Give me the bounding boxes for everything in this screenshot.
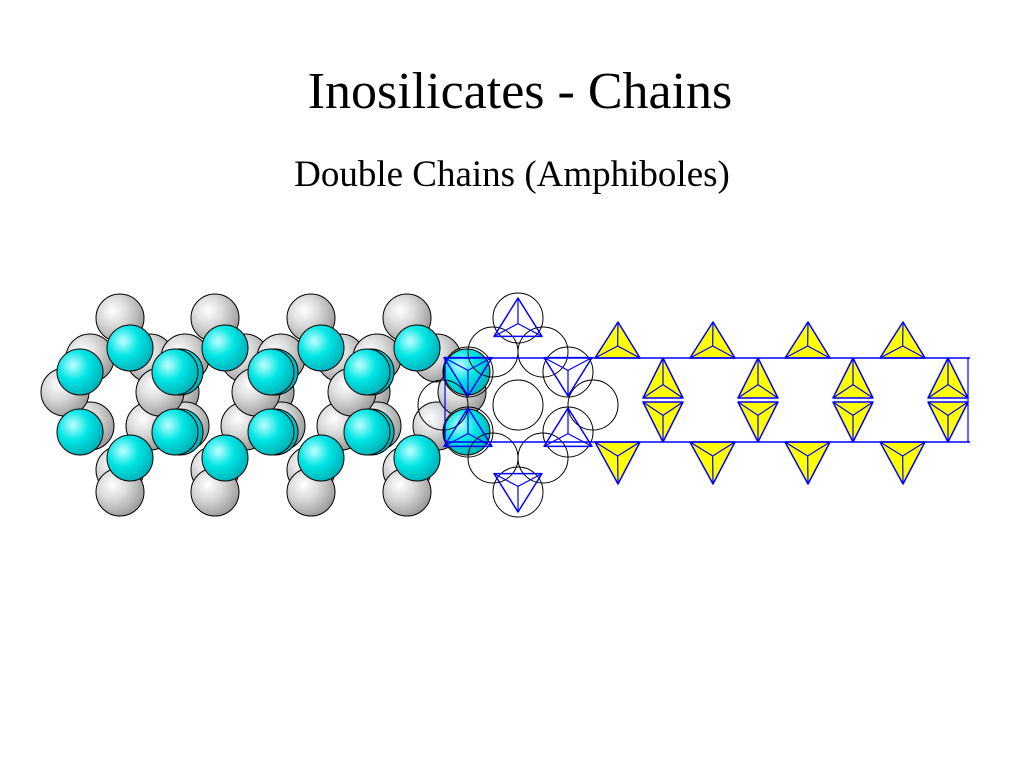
tetra-edge <box>594 345 618 359</box>
silicon-atom <box>297 324 345 372</box>
tetra-edge <box>517 473 543 487</box>
outline-atom <box>542 346 594 398</box>
outline-atom <box>492 466 544 518</box>
tetra-edge <box>852 401 874 416</box>
tetra-edge <box>617 345 641 359</box>
tetrahedra-layer <box>443 297 969 513</box>
silicon-atom <box>247 408 295 456</box>
outline-tetrahedron <box>493 297 543 338</box>
tetra-edge <box>927 401 949 416</box>
outline-atom <box>467 432 519 484</box>
tetra-edge <box>927 384 949 399</box>
tetra-edge <box>467 433 493 447</box>
silicon-atoms-layer <box>56 324 491 482</box>
tetra-edge <box>784 345 808 359</box>
silicon-atom <box>201 324 249 372</box>
tetra-edge <box>543 433 569 447</box>
silicon-atom <box>343 348 391 396</box>
tetra-edge <box>617 441 641 457</box>
tetra-edge <box>879 345 903 359</box>
tetra-edge <box>902 441 926 457</box>
outline-atom <box>567 379 619 431</box>
tetra-edge <box>642 384 664 399</box>
silicon-atom <box>393 324 441 372</box>
tetra-edge <box>493 323 519 337</box>
tetra-edge <box>832 384 854 399</box>
tetra-edge <box>807 441 831 457</box>
tetra-edge <box>662 384 684 399</box>
tetra-edge <box>567 433 593 447</box>
tetra-edge <box>567 357 593 371</box>
outline-atom <box>417 379 469 431</box>
tetra-edge <box>594 441 618 457</box>
silicon-atom <box>247 348 295 396</box>
slide-subtitle: Double Chains (Amphiboles) <box>294 154 730 195</box>
outline-tetrahedron <box>493 472 543 513</box>
tetra-edge <box>689 441 713 457</box>
tetra-edge <box>712 441 736 457</box>
tetra-edge <box>852 384 874 399</box>
outline-atom <box>517 432 569 484</box>
outline-atoms-layer <box>417 292 619 518</box>
silicon-atom <box>151 408 199 456</box>
tetra-edge <box>737 384 759 399</box>
silicon-atom <box>393 434 441 482</box>
tetra-edge <box>689 345 713 359</box>
outline-tetrahedron <box>543 407 593 448</box>
outline-atom <box>442 346 494 398</box>
slide-title: Inosilicates - Chains <box>307 63 733 120</box>
tetra-edge <box>947 384 969 399</box>
silicon-atom <box>343 408 391 456</box>
tetra-edge <box>832 401 854 416</box>
silicon-atom <box>201 434 249 482</box>
tetra-edge <box>784 441 808 457</box>
silicon-atom <box>106 324 154 372</box>
tetra-edge <box>517 323 543 337</box>
outline-tetrahedron <box>443 407 493 448</box>
tetra-edge <box>443 433 469 447</box>
tetra-edge <box>712 345 736 359</box>
silicon-atom <box>56 408 104 456</box>
silicon-atom <box>106 434 154 482</box>
silicon-atom <box>151 348 199 396</box>
outline-atom <box>492 379 544 431</box>
bond-lines-layer <box>444 357 970 443</box>
tetra-edge <box>902 345 926 359</box>
outline-atom <box>492 292 544 344</box>
tetra-edge <box>947 401 969 416</box>
silicon-atom <box>297 434 345 482</box>
tetra-edge <box>757 401 779 416</box>
tetra-edge <box>879 441 903 457</box>
tetra-edge <box>443 357 469 371</box>
tetra-edge <box>493 473 519 487</box>
silicon-atom <box>56 348 104 396</box>
tetra-edge <box>757 384 779 399</box>
tetra-edge <box>467 357 493 371</box>
tetra-edge <box>807 345 831 359</box>
tetra-edge <box>543 357 569 371</box>
tetra-edge <box>662 401 684 416</box>
tetra-edge <box>642 401 664 416</box>
tetra-edge <box>737 401 759 416</box>
